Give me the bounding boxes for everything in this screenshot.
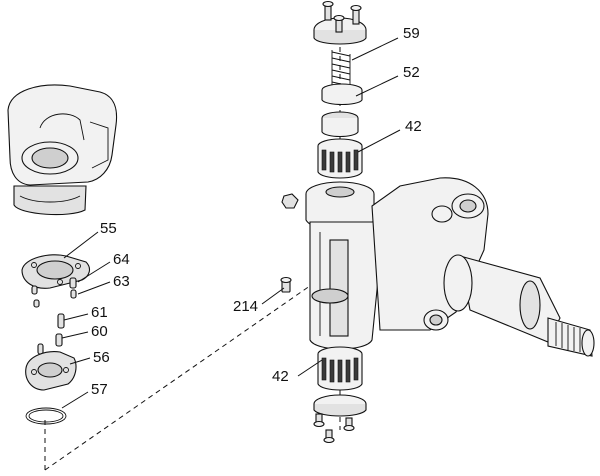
dowel-pins-part <box>31 277 77 308</box>
callout-55: 55 <box>100 220 117 237</box>
pins-61-60-part <box>37 313 65 355</box>
callout-52: 52 <box>403 64 420 81</box>
seal-plate-part <box>21 254 91 289</box>
callout-57: 57 <box>91 381 108 398</box>
roller-bearing-bottom-part <box>317 346 363 391</box>
bottom-cap-part <box>313 394 367 444</box>
bracket-56-part <box>25 351 77 391</box>
roller-bearing-top-part <box>317 138 363 179</box>
steering-knuckle-part <box>305 177 595 357</box>
o-ring-57-part <box>25 407 67 425</box>
callout-59: 59 <box>403 25 420 42</box>
callout-214: 214 <box>233 298 258 315</box>
callout-60: 60 <box>91 323 108 340</box>
leader-lines <box>61 37 401 409</box>
bolt-214-part <box>280 276 292 293</box>
callout-56: 56 <box>93 349 110 366</box>
callout-64: 64 <box>113 251 130 268</box>
callout-labels: 59 52 42 55 64 63 214 61 60 56 42 57 <box>91 25 422 398</box>
callout-42-top: 42 <box>405 118 422 135</box>
nut-part <box>281 193 299 209</box>
callout-42-bottom: 42 <box>272 368 289 385</box>
sleeve-52-part <box>321 83 363 138</box>
callout-61: 61 <box>91 304 108 321</box>
centerlines <box>44 20 341 471</box>
spring-59-part <box>331 50 351 88</box>
callout-63: 63 <box>113 273 130 290</box>
top-cap-part <box>313 0 367 45</box>
housing-cover-part <box>7 84 118 216</box>
